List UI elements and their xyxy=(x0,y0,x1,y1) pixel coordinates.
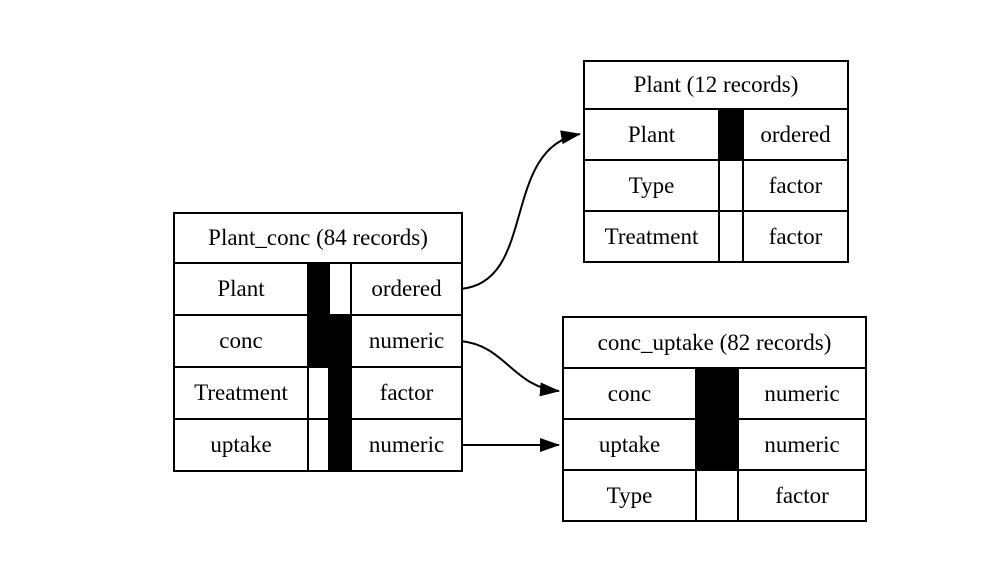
column-type-cell: factor xyxy=(349,366,464,420)
column-type-cell: numeric xyxy=(736,418,868,471)
key-indicator xyxy=(695,469,739,522)
column-name-cell: Plant xyxy=(173,262,309,316)
key-indicator xyxy=(307,314,330,368)
key-indicator xyxy=(718,210,744,263)
key-indicator xyxy=(328,262,352,316)
key-indicator xyxy=(718,108,744,161)
column-type-cell: numeric xyxy=(349,314,464,368)
relation-arrow-plant-to-plant xyxy=(459,130,581,290)
key-indicator xyxy=(307,418,330,472)
table-row: Treatment factor xyxy=(173,366,464,420)
table-row: uptake numeric xyxy=(173,418,464,472)
table-row: Treatment factor xyxy=(583,210,850,263)
key-indicator xyxy=(328,418,352,472)
column-type-cell: factor xyxy=(741,210,850,263)
table-plant: Plant (12 records) Plant ordered Type fa… xyxy=(582,60,850,263)
key-indicator xyxy=(328,366,352,420)
key-indicator xyxy=(695,367,739,420)
table-row: Plant ordered xyxy=(173,262,464,316)
key-indicator xyxy=(307,262,330,316)
column-type-cell: numeric xyxy=(349,418,464,472)
column-name-cell: Plant xyxy=(583,108,720,161)
relation-arrow-conc-to-conc-uptake xyxy=(459,340,560,397)
key-indicator xyxy=(695,418,739,471)
column-name-cell: uptake xyxy=(173,418,309,472)
table-title: conc_uptake (82 records) xyxy=(561,316,868,369)
column-name-cell: Treatment xyxy=(173,366,309,420)
table-title: Plant_conc (84 records) xyxy=(172,212,464,264)
table-row: Type factor xyxy=(562,469,868,522)
table-row: conc numeric xyxy=(562,367,868,420)
table-plant-conc: Plant_conc (84 records) Plant ordered co… xyxy=(172,212,464,472)
column-type-cell: factor xyxy=(736,469,868,522)
column-type-cell: factor xyxy=(741,159,850,212)
table-row: conc numeric xyxy=(173,314,464,368)
column-name-cell: Type xyxy=(583,159,720,212)
column-name-cell: Type xyxy=(562,469,697,522)
table-row: Type factor xyxy=(583,159,850,212)
table-row: uptake numeric xyxy=(562,418,868,471)
key-indicator xyxy=(328,314,352,368)
key-indicator xyxy=(718,159,744,212)
column-type-cell: ordered xyxy=(349,262,464,316)
key-indicator xyxy=(307,366,330,420)
table-conc-uptake: conc_uptake (82 records) conc numeric up… xyxy=(561,316,868,522)
column-type-cell: ordered xyxy=(741,108,850,161)
table-title: Plant (12 records) xyxy=(582,60,850,110)
column-name-cell: Treatment xyxy=(583,210,720,263)
column-name-cell: conc xyxy=(173,314,309,368)
column-name-cell: uptake xyxy=(562,418,697,471)
table-row: Plant ordered xyxy=(583,108,850,161)
column-type-cell: numeric xyxy=(736,367,868,420)
column-name-cell: conc xyxy=(562,367,697,420)
